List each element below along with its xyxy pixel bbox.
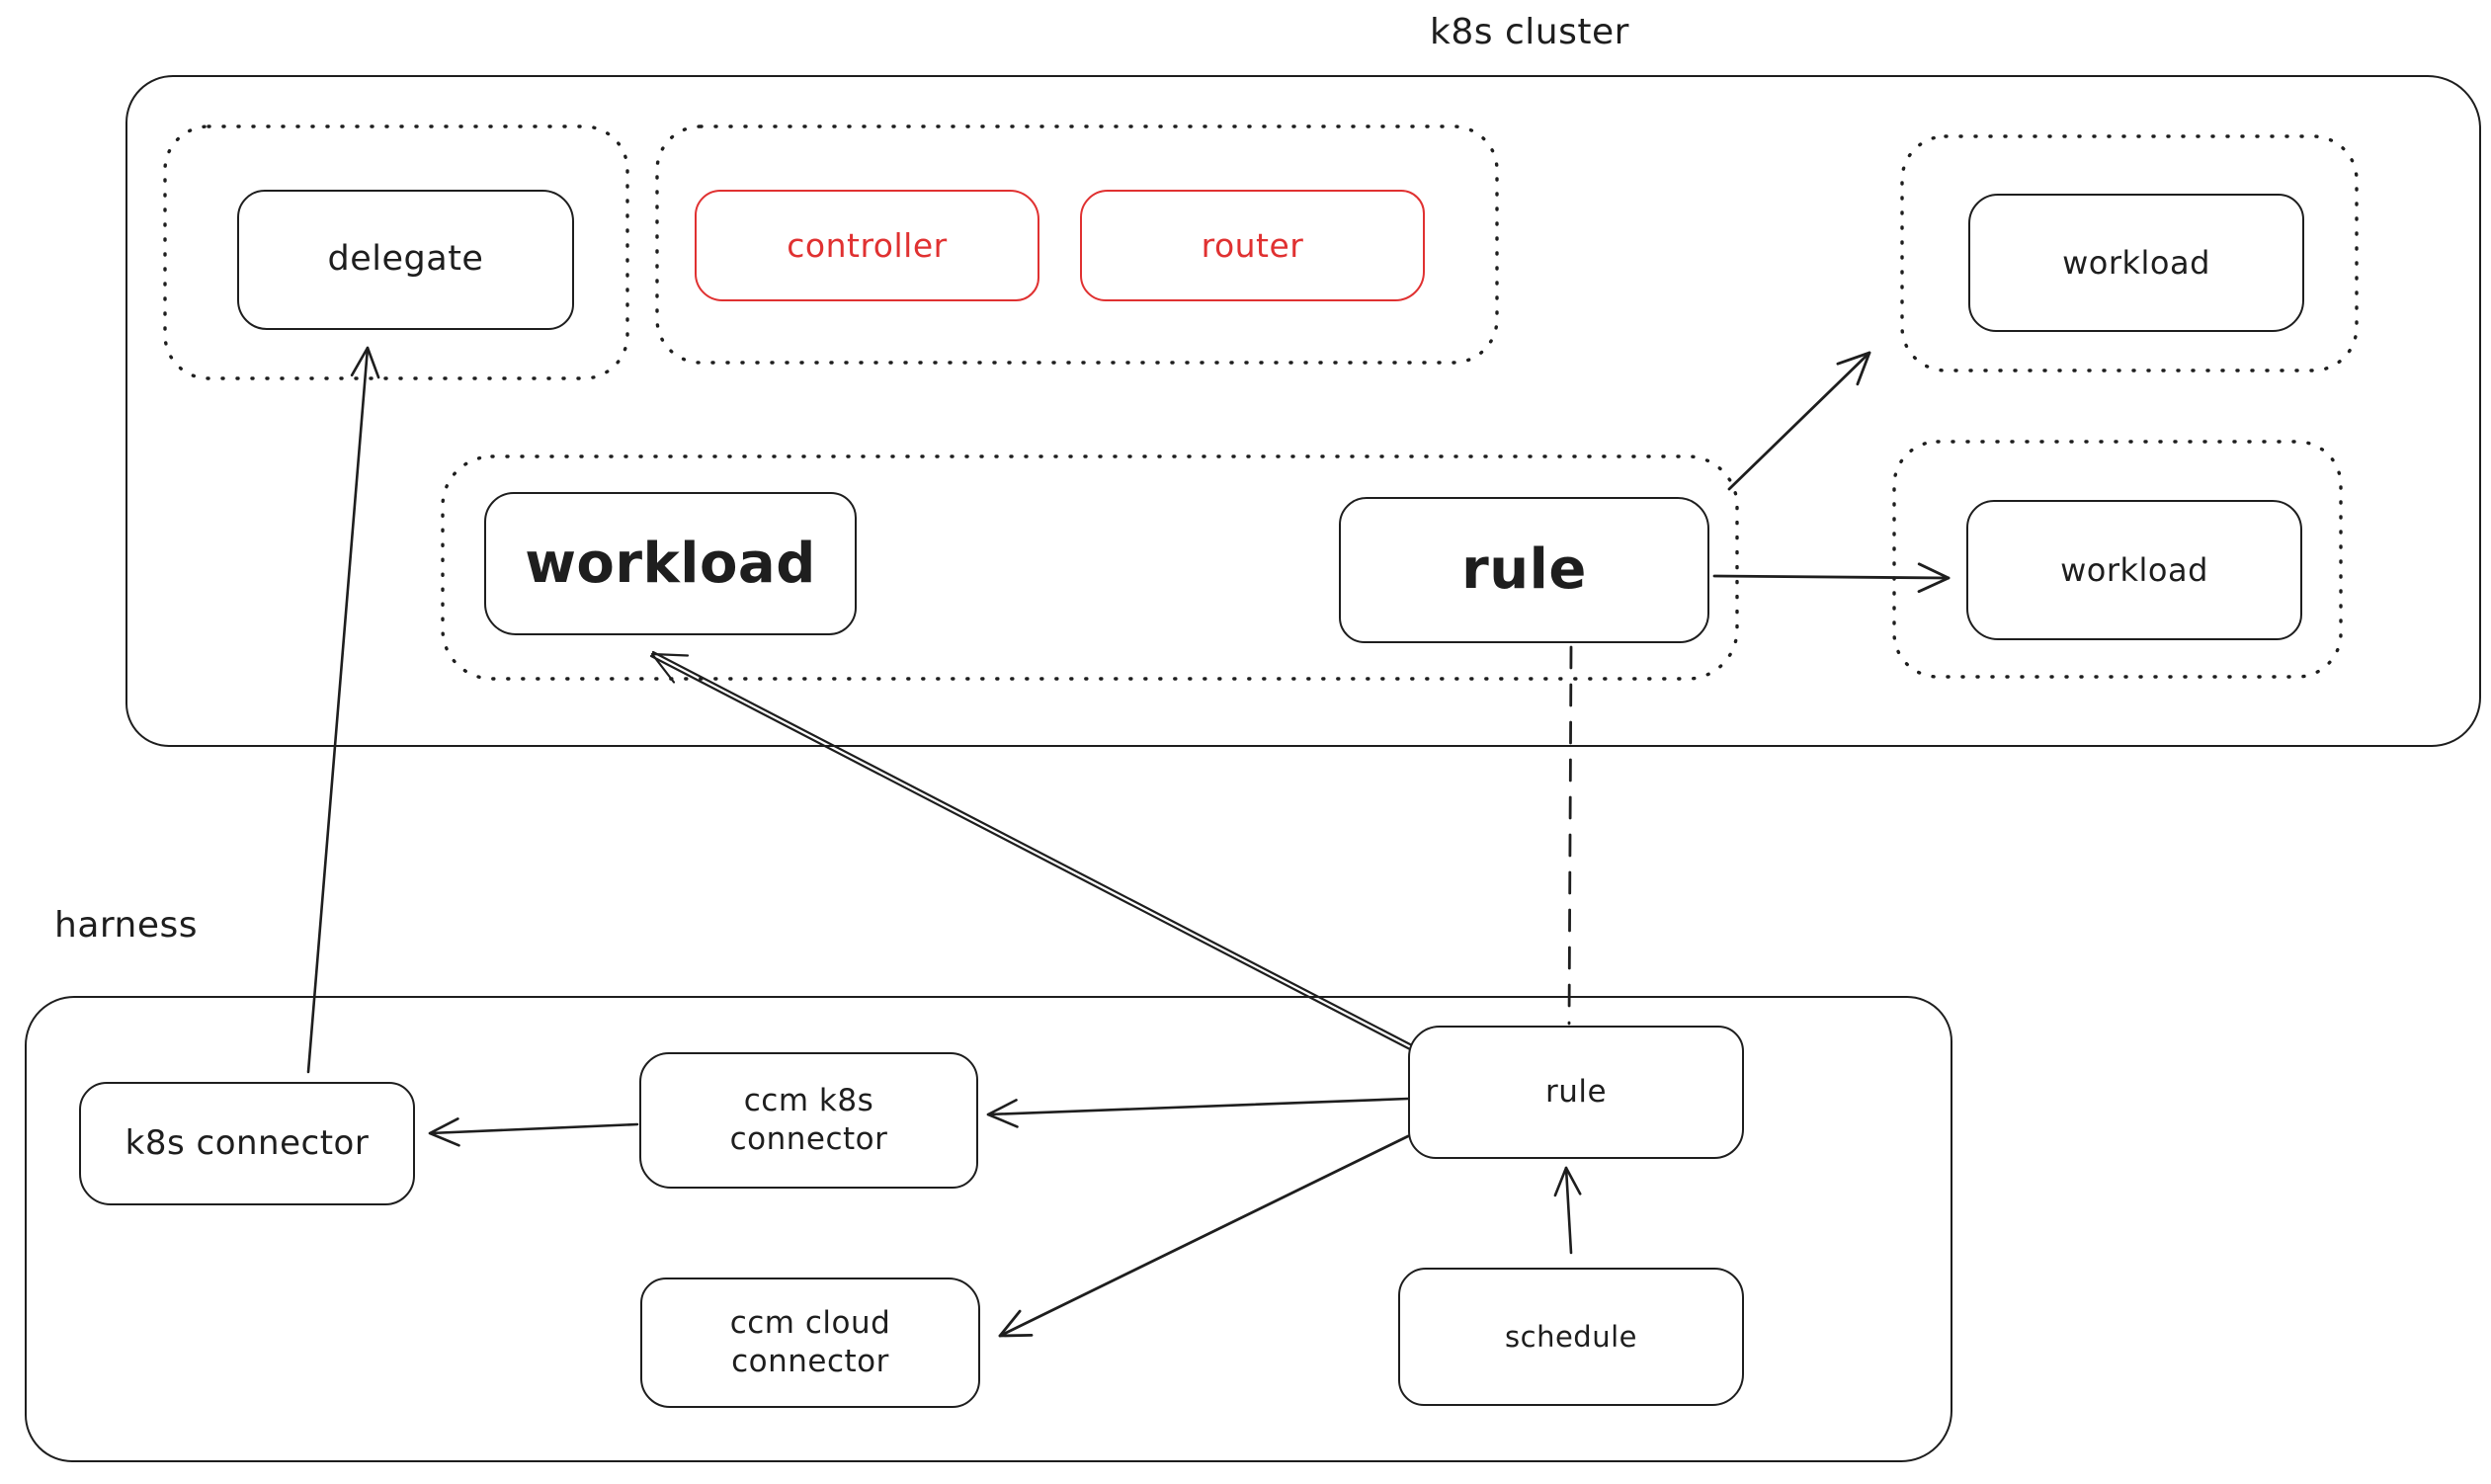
node-workload-main-label: workload xyxy=(525,531,816,596)
k8s-cluster-box xyxy=(125,75,2481,747)
dashed-line-rule-cluster-to-rule-harness xyxy=(1567,645,1573,1026)
k8s-cluster-title: k8s cluster xyxy=(1430,12,1629,52)
node-router: router xyxy=(1080,190,1425,301)
node-delegate-label: delegate xyxy=(327,239,484,280)
node-controller-label: controller xyxy=(787,225,948,265)
node-k8s-connector: k8s connector xyxy=(79,1082,415,1205)
arrow-rule-harness-to-workload xyxy=(649,650,1414,1051)
arrow-k8s-connector-to-delegate xyxy=(306,346,380,1074)
node-workload-top-right-label: workload xyxy=(2062,244,2210,282)
dotted-group-workload-rule xyxy=(441,454,1739,681)
node-schedule-label: schedule xyxy=(1505,1319,1637,1354)
node-controller: controller xyxy=(695,190,1039,301)
dotted-group-workload-right xyxy=(1892,440,2343,679)
node-rule-harness: rule xyxy=(1408,1026,1744,1159)
arrow-rule-cluster-to-workload-top-right xyxy=(1727,351,1871,491)
node-rule-harness-label: rule xyxy=(1544,1074,1608,1111)
node-workload-right: workload xyxy=(1966,500,2302,640)
arrow-schedule-to-rule-harness xyxy=(1553,1166,1582,1255)
node-k8s-connector-label: k8s connector xyxy=(125,1123,370,1164)
node-schedule: schedule xyxy=(1398,1268,1744,1406)
node-workload-main: workload xyxy=(484,492,857,635)
node-workload-right-label: workload xyxy=(2060,551,2208,589)
node-ccm-k8s-connector-label: ccm k8s connector xyxy=(729,1083,888,1157)
node-ccm-k8s-connector: ccm k8s connector xyxy=(639,1052,978,1189)
harness-box xyxy=(25,996,1952,1462)
node-workload-top-right: workload xyxy=(1968,194,2304,332)
arrow-ccm-k8s-to-k8s-connector xyxy=(428,1117,639,1147)
node-rule-cluster-label: rule xyxy=(1461,537,1587,602)
node-ccm-cloud-connector: ccm cloud connector xyxy=(640,1278,980,1408)
arrow-rule-harness-to-ccm-cloud-connector xyxy=(998,1134,1410,1338)
arrow-rule-harness-to-ccm-k8s-connector xyxy=(986,1097,1410,1128)
node-delegate: delegate xyxy=(237,190,574,330)
harness-title: harness xyxy=(54,905,199,946)
node-ccm-cloud-connector-label: ccm cloud connector xyxy=(729,1305,891,1379)
node-rule-cluster: rule xyxy=(1339,497,1709,643)
arrow-rule-cluster-to-workload-right xyxy=(1712,562,1951,594)
node-router-label: router xyxy=(1201,225,1304,265)
dotted-group-delegate xyxy=(163,124,629,380)
